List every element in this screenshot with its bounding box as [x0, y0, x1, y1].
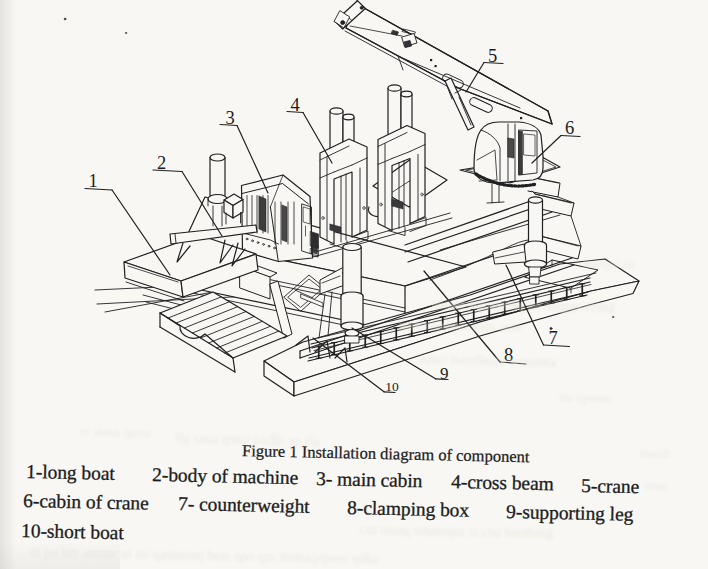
svg-text:2: 2 — [157, 153, 166, 173]
svg-text:7: 7 — [549, 328, 558, 348]
svg-text:6: 6 — [565, 118, 574, 138]
svg-text:1: 1 — [89, 171, 98, 191]
